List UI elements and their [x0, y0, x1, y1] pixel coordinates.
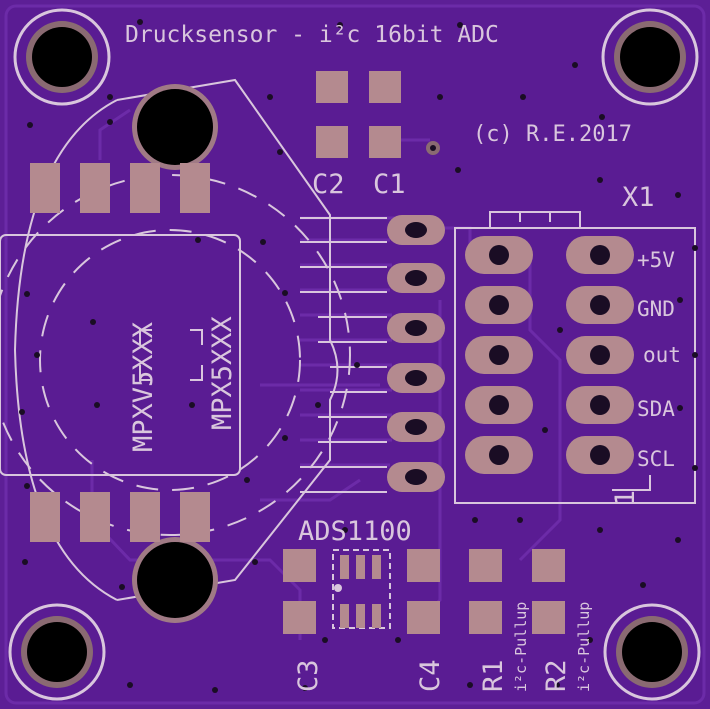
mounting-hole-bottom-left [8, 603, 106, 701]
sensor-pin-pads [387, 215, 445, 492]
adc-pin1-marker [334, 584, 342, 592]
mounting-hole-bottom-right [603, 603, 701, 701]
c3-pad-b [283, 601, 316, 634]
adc-label: ADS1100 [298, 516, 412, 547]
c4-label: C4 [415, 659, 446, 692]
x1-pad-right-5 [566, 436, 634, 474]
sensor-outline [0, 78, 351, 601]
sensor-pin-pad-1 [387, 215, 445, 245]
r1-pad-a [469, 549, 502, 582]
c1-pad-b [369, 126, 401, 158]
capacitor-pads-top [316, 71, 440, 158]
sensor-pad-bottom-3 [130, 492, 160, 542]
connector-pads-left [465, 236, 533, 474]
sensor-pin-pad-3 [387, 313, 445, 343]
x1-pad-left-1 [465, 236, 533, 274]
pin1-marker-label: 1 [610, 490, 641, 506]
r1-note: i²c-Pullup [512, 602, 530, 692]
sensor-pad-top-2 [80, 163, 110, 213]
mounting-hole-top-right [601, 8, 699, 106]
sensor-pin-pad-4 [387, 363, 445, 393]
adc-pin-5 [356, 604, 365, 628]
sensor-label-mpxv: MPXV5XXX [128, 322, 159, 452]
c4-pad-b [407, 601, 440, 634]
adc-footprint [332, 549, 391, 629]
c2-label: C2 [312, 169, 345, 200]
sensor-hole-top-drill [137, 89, 213, 165]
r2-label: R2 [541, 659, 572, 692]
x1-pad-right-4 [566, 386, 634, 424]
c2-pad-b [316, 126, 348, 158]
sensor-hole-bottom-drill [137, 542, 213, 618]
adc-pin-3 [372, 555, 381, 579]
r1-label: R1 [478, 659, 509, 692]
pin-label-gnd: GND [637, 297, 675, 321]
pin-label-5v: +5V [637, 248, 675, 272]
sensor-pad-bottom-4 [180, 492, 210, 542]
mounting-holes [8, 8, 701, 701]
board-title: Drucksensor - i²c 16bit ADC [125, 22, 499, 48]
c1-pad-a [369, 71, 401, 103]
connector-x1 [454, 211, 696, 504]
sensor-pads [30, 163, 210, 542]
r2-pad-a [532, 549, 565, 582]
sensor-pad-top-1 [30, 163, 60, 213]
pin-label-sda: SDA [637, 397, 675, 421]
x1-pad-left-4 [465, 386, 533, 424]
connector-label: X1 [622, 182, 655, 213]
x1-pad-right-1 [566, 236, 634, 274]
adc-pin-4 [340, 604, 349, 628]
r2-note: i²c-Pullup [575, 602, 593, 692]
r2-pad-b [532, 601, 565, 634]
mounting-hole-top-left [13, 8, 111, 106]
sensor-holes [132, 84, 218, 623]
c3-pad-a [283, 549, 316, 582]
sensor-label-mpx: MPX5XXX [207, 316, 238, 430]
sensor-pin-pad-2 [387, 263, 445, 293]
sensor-pad-bottom-1 [30, 492, 60, 542]
c3-label: C3 [293, 659, 324, 692]
pin-label-scl: SCL [637, 447, 675, 471]
sensor-pin-pad-5 [387, 412, 445, 442]
adc-pin-1 [340, 555, 349, 579]
r1-pad-b [469, 601, 502, 634]
x1-pad-left-2 [465, 286, 533, 324]
x1-pad-right-3 [566, 336, 634, 374]
sensor-pad-bottom-2 [80, 492, 110, 542]
c1-label: C1 [373, 169, 406, 200]
copyright-label: (c) R.E.2017 [473, 122, 632, 147]
sensor-leads [300, 217, 387, 493]
x1-pad-left-3 [465, 336, 533, 374]
sensor-pin-pad-6 [387, 462, 445, 492]
vias [19, 19, 698, 693]
sensor-pad-top-3 [130, 163, 160, 213]
x1-pad-left-5 [465, 436, 533, 474]
c2-pad-a [316, 71, 348, 103]
pin-label-out: out [643, 343, 681, 367]
bottom-component-pads [283, 549, 565, 634]
x1-pad-right-2 [566, 286, 634, 324]
via-c1-drill [430, 145, 436, 151]
c4-pad-a [407, 549, 440, 582]
adc-pin-6 [372, 604, 381, 628]
connector-pads-right [566, 236, 634, 474]
sensor-pad-top-4 [180, 163, 210, 213]
adc-pin-2 [356, 555, 365, 579]
